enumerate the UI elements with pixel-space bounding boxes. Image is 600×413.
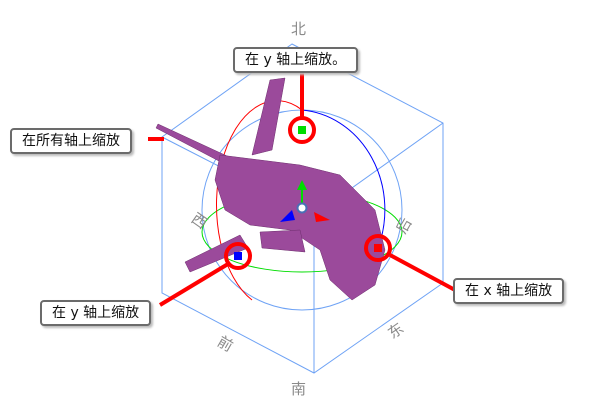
north-label: 北	[291, 20, 307, 38]
z-axis-arrow-icon	[280, 210, 295, 222]
x-axis-arrow-icon	[314, 212, 330, 222]
callout-scale-x: 在 x 轴上缩放	[453, 278, 565, 304]
x-scale-handle[interactable]	[374, 244, 382, 252]
callout-scale-y-top: 在 y 轴上缩放。	[233, 47, 359, 73]
center-scale-handle[interactable]	[296, 202, 308, 214]
z-scale-handle[interactable]	[234, 252, 242, 260]
south-label: 南	[291, 380, 307, 398]
y-axis-arrow-icon	[297, 180, 307, 190]
aircraft-model	[155, 77, 386, 301]
callout-scale-all: 在所有轴上缩放	[10, 128, 132, 154]
y-scale-handle[interactable]	[298, 126, 306, 134]
callout-scale-y-bottom: 在 y 轴上缩放	[40, 300, 152, 326]
gizmo-axes	[280, 180, 330, 222]
callout-lines	[148, 72, 456, 307]
